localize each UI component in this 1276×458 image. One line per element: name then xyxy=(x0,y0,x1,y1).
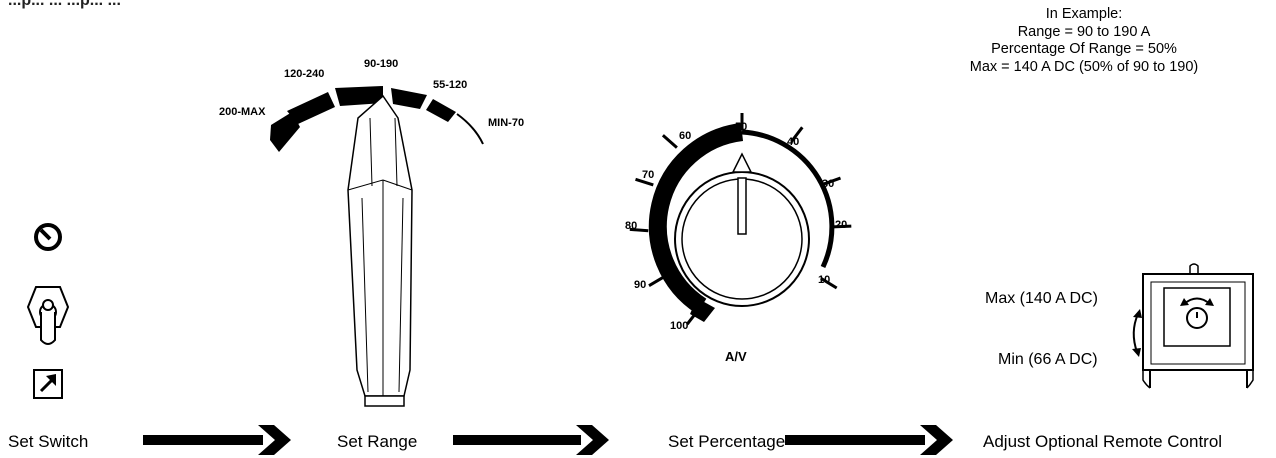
remote-control-icon xyxy=(34,223,62,251)
range-selector-knob[interactable] xyxy=(347,94,413,407)
dial-tick-marks xyxy=(629,113,852,326)
toggle-switch-icon[interactable] xyxy=(26,286,70,345)
max-min-curve xyxy=(1132,309,1142,357)
remote-min-label: Min (66 A DC) xyxy=(998,351,1098,368)
range-label-min-70: MIN-70 xyxy=(488,117,525,129)
range-label-55-120: 55-120 xyxy=(433,79,468,91)
flow-arrow-2 xyxy=(453,425,609,455)
dial-label-10: 10 xyxy=(818,274,831,286)
example-max-line: Max = 140 A DC (50% of 90 to 190) xyxy=(969,58,1199,75)
range-label-200-max: 200-MAX xyxy=(219,106,266,118)
remote-control-box[interactable] xyxy=(1142,263,1254,389)
remote-arrow-icon xyxy=(33,369,63,399)
example-heading: In Example: xyxy=(1045,6,1123,22)
flow-arrow-3 xyxy=(785,425,953,455)
step-label-adjust-remote: Adjust Optional Remote Control xyxy=(983,432,1223,451)
step-label-set-switch: Set Switch xyxy=(8,432,89,451)
dial-label-40: 40 xyxy=(787,136,800,148)
header-fragment: ...p... ... ...p... ... xyxy=(8,0,121,9)
dial-unit-label: A/V xyxy=(725,349,747,364)
range-label-120-240: 120-240 xyxy=(284,68,325,80)
dial-label-20: 20 xyxy=(835,219,848,231)
remote-max-label: Max (140 A DC) xyxy=(985,290,1098,307)
dial-label-50: 50 xyxy=(735,121,748,133)
dial-label-70: 70 xyxy=(642,169,655,181)
step-label-set-percentage: Set Percentage xyxy=(668,432,786,451)
dial-label-100: 100 xyxy=(670,320,689,332)
flow-arrow-1 xyxy=(143,425,291,455)
range-scale-arc xyxy=(270,86,484,152)
range-label-90-190: 90-190 xyxy=(364,58,399,70)
dial-label-30: 30 xyxy=(822,178,835,190)
percentage-dial[interactable] xyxy=(629,113,852,326)
step-label-set-range: Set Range xyxy=(337,432,418,451)
dial-label-80: 80 xyxy=(625,220,638,232)
example-notes: In Example: Range = 90 to 190 A Percenta… xyxy=(904,6,1264,76)
dial-label-90: 90 xyxy=(634,279,647,291)
example-range-line: Range = 90 to 190 A xyxy=(1017,23,1151,40)
dial-label-60: 60 xyxy=(679,130,692,142)
example-percentage-line: Percentage Of Range = 50% xyxy=(991,41,1177,57)
